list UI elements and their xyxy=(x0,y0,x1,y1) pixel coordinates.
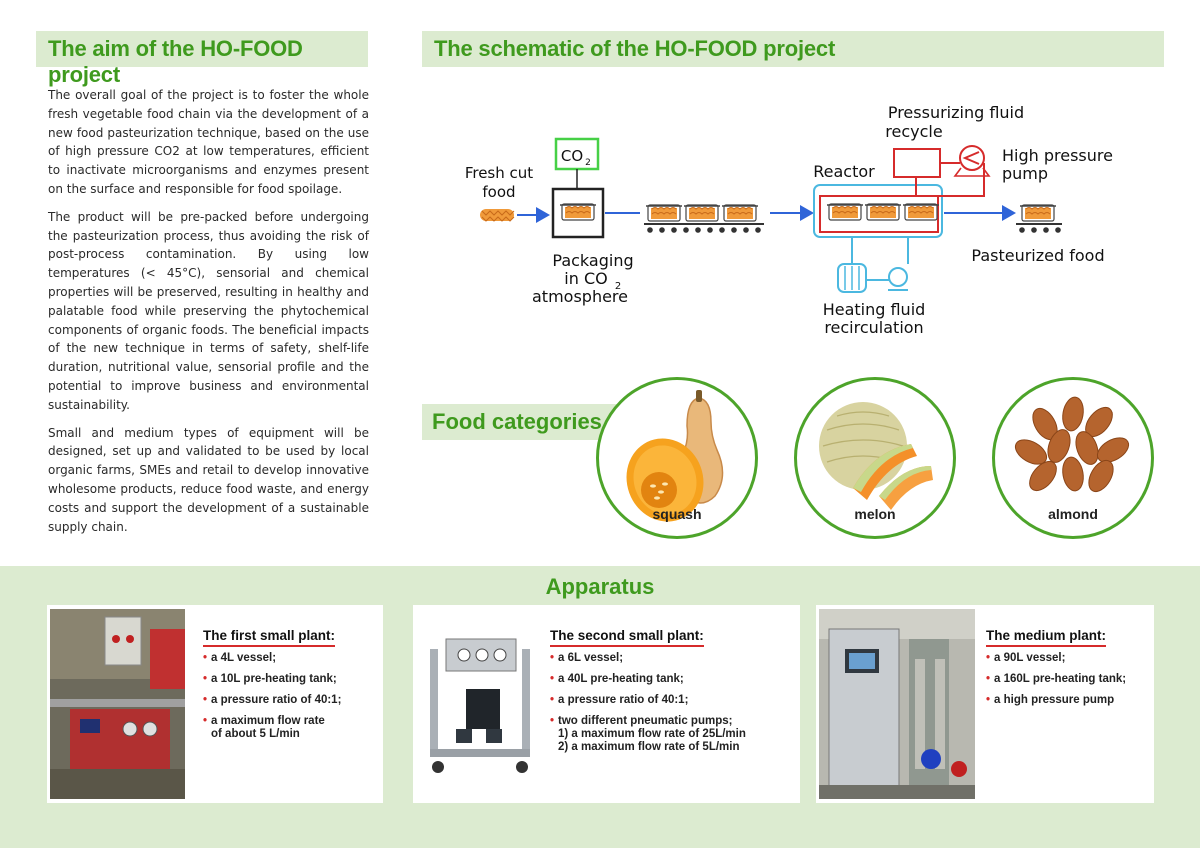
plant-title-first-small: The first small plant: xyxy=(203,628,336,647)
food-melon: melon xyxy=(794,377,956,539)
label-pressurizing: Pressurizing fluid xyxy=(888,103,1024,122)
reactor-vessel xyxy=(819,195,939,233)
conveyor-trays xyxy=(645,204,759,222)
food-categories-title: Food categories xyxy=(422,404,617,440)
aim-text: The overall goal of the project is to fo… xyxy=(48,86,369,545)
label-fresh-cut: Fresh cut xyxy=(465,164,533,182)
schematic-diagram: Fresh cut food CO 2 Packaging in CO 2 at… xyxy=(465,103,1113,337)
spec-text: a maximum flow rate xyxy=(211,715,325,727)
spec-text: a 160L pre-heating tank; xyxy=(994,673,1127,685)
output-conveyor xyxy=(1016,223,1062,233)
spec-text-continued: of about 5 L/min xyxy=(211,728,300,740)
label-packaging: Packaging xyxy=(552,251,633,270)
spec-text: a 6L vessel; xyxy=(558,652,624,664)
squash-illustration xyxy=(626,390,724,522)
recycle-line xyxy=(915,162,985,197)
plant-photo-first-small xyxy=(50,609,185,799)
spec-item: •a 160L pre-heating tank; xyxy=(986,673,1127,685)
spec-text: a high pressure pump xyxy=(994,694,1115,706)
spec-text: a 10L pre-heating tank; xyxy=(211,673,337,685)
high-pressure-pump-icon xyxy=(953,145,991,177)
spec-item: •a 10L pre-heating tank; xyxy=(203,673,337,685)
spec-item: •two different pneumatic pumps; 1) a max… xyxy=(550,715,746,753)
label-fresh-cut-food: food xyxy=(482,183,515,201)
spec-item: •a 90L vessel; xyxy=(986,652,1066,664)
label-packaging-atmosphere: atmosphere xyxy=(532,287,628,306)
spec-text: a 40L pre-heating tank; xyxy=(558,673,684,685)
food-almond: almond xyxy=(992,377,1154,539)
spec-item: •a 6L vessel; xyxy=(550,652,624,664)
co2-box xyxy=(554,137,600,171)
aim-paragraph-3: Small and medium types of equipment will… xyxy=(48,425,369,534)
melon-illustration xyxy=(819,402,933,510)
plant-specs-second-small: •a 6L vessel; •a 40L pre-heating tank; •… xyxy=(550,652,746,754)
packaged-tray xyxy=(559,203,597,221)
aim-paragraph-1: The overall goal of the project is to fo… xyxy=(48,88,369,196)
plant-photo-medium xyxy=(819,609,975,799)
almond-illustration xyxy=(1014,396,1130,493)
spec-item: •a pressure ratio of 40:1; xyxy=(203,694,342,706)
conveyor-belt xyxy=(643,223,765,234)
food-squash: squash xyxy=(596,377,758,539)
schematic-section-title: The schematic of the HO-FOOD project xyxy=(422,31,1164,67)
plant-card-medium: The medium plant: •a 90L vessel; •a 160L… xyxy=(816,605,1154,803)
spec-text: a pressure ratio of 40:1; xyxy=(211,694,342,706)
food-label-almond: almond xyxy=(1048,506,1098,522)
plant-card-second-small: The second small plant: •a 6L vessel; •a… xyxy=(413,605,800,803)
spec-item: •a maximum flow rate of about 5 L/min xyxy=(203,715,341,741)
aim-section-title: The aim of the HO-FOOD project xyxy=(36,31,368,87)
pasteurized-tray xyxy=(1019,204,1057,222)
fresh-food-icon xyxy=(480,209,515,222)
apparatus-section: Apparatus The first small plant: •a 4L v… xyxy=(0,566,1200,848)
plant-title-second-small: The second small plant: xyxy=(550,628,704,647)
spec-item: •a pressure ratio of 40:1; xyxy=(550,694,689,706)
spec-text: two different pneumatic pumps; xyxy=(558,715,733,727)
heating-tank-icon xyxy=(837,263,867,293)
plant-specs-medium: •a 90L vessel; •a 160L pre-heating tank;… xyxy=(986,652,1126,707)
apparatus-title: Apparatus xyxy=(545,574,655,599)
spec-item: •a 40L pre-heating tank; xyxy=(550,673,684,685)
label-hp-pump-2: pump xyxy=(1002,164,1048,183)
heating-jacket xyxy=(813,184,943,238)
label-heating-recirculation: recirculation xyxy=(824,318,923,337)
plant-specs-first-small: •a 4L vessel; •a 10L pre-heating tank; •… xyxy=(203,652,341,741)
spec-text: a 4L vessel; xyxy=(211,652,277,664)
spec-text-continued: 2) a maximum flow rate of 5L/min xyxy=(558,741,740,753)
spec-text: a pressure ratio of 40:1; xyxy=(558,694,689,706)
label-hp-pump: High pressure xyxy=(1002,146,1113,165)
recycle-tank xyxy=(893,148,941,178)
plant-title-medium: The medium plant: xyxy=(986,628,1107,647)
aim-paragraph-2: The product will be pre-packed before un… xyxy=(48,209,369,412)
co2-label: CO xyxy=(561,147,583,165)
label-pasteurized: Pasteurized food xyxy=(971,246,1104,265)
packaging-co2-subscript: 2 xyxy=(615,281,621,292)
plant-photo-second-small xyxy=(416,609,544,799)
spec-text: a 90L vessel; xyxy=(994,652,1066,664)
food-label-squash: squash xyxy=(652,506,702,522)
spec-text-continued: 1) a maximum flow rate of 25L/min xyxy=(558,728,746,740)
label-reactor: Reactor xyxy=(813,162,875,181)
reactor-trays xyxy=(826,203,940,221)
label-pressurizing-recycle: recycle xyxy=(885,122,942,141)
label-packaging-co2: in CO xyxy=(564,269,607,288)
heating-pump-icon xyxy=(880,267,908,291)
food-label-melon: melon xyxy=(854,506,896,522)
label-heating: Heating fluid xyxy=(823,300,926,319)
spec-item: •a high pressure pump xyxy=(986,694,1115,706)
plant-card-first-small: The first small plant: •a 4L vessel; •a … xyxy=(47,605,383,803)
co2-subscript: 2 xyxy=(585,158,591,168)
spec-item: •a 4L vessel; xyxy=(203,652,277,664)
